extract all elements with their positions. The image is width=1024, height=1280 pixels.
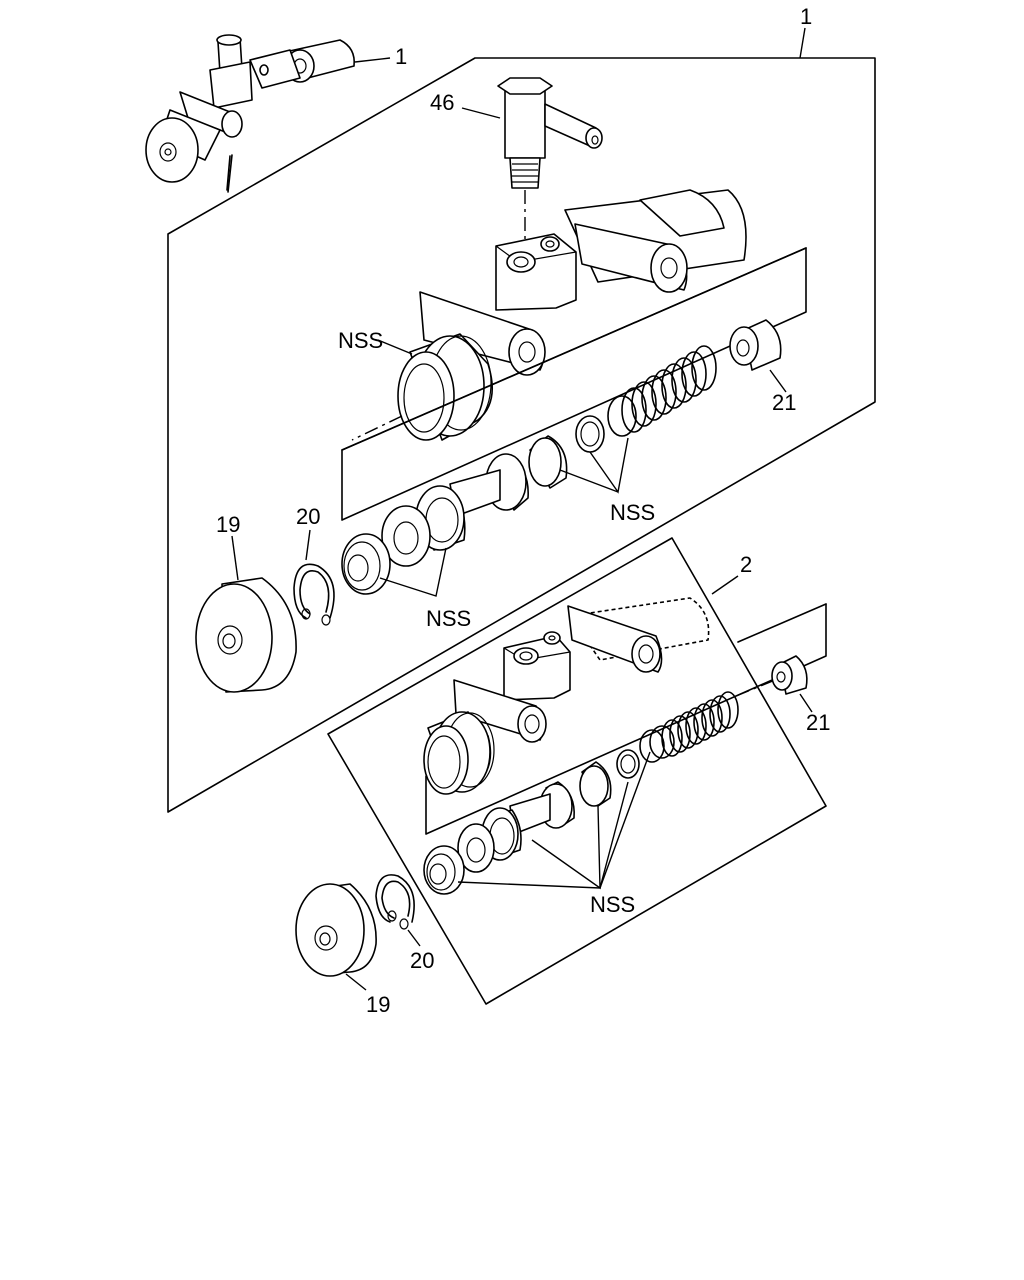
snap-ring-20-upper (293, 563, 335, 626)
cup-seal-upper (341, 533, 391, 595)
cylinder-body-upper (351, 189, 747, 441)
callout-snap-ring-upper: 20 (296, 504, 320, 529)
callout-seals-upper: NSS (610, 500, 655, 525)
cylinder-body-lower (423, 597, 710, 795)
callout-reservoir-lower: 21 (806, 710, 830, 735)
assembly-outline (167, 57, 876, 813)
piston-upper (381, 453, 529, 567)
kit-outline (327, 537, 827, 1005)
snap-ring-20-lower (375, 874, 415, 930)
callout-piston-cups-upper: NSS (426, 606, 471, 631)
piston-lower (457, 781, 575, 873)
callout-assembly-inset: 1 (800, 4, 812, 29)
reservoir-21-lower (771, 655, 808, 695)
seals-upper (528, 415, 605, 489)
reservoir-21-upper (729, 319, 782, 371)
seals-lower (579, 749, 640, 807)
callout-nss-lower: NSS (590, 892, 635, 917)
callout-boot-lower: 19 (366, 992, 390, 1017)
callout-nss-body: NSS (338, 328, 383, 353)
callout-snap-ring-lower: 20 (410, 948, 434, 973)
fitting-46 (497, 77, 603, 250)
callout-fitting: 46 (430, 90, 454, 115)
spring-lower (639, 691, 739, 763)
callout-reservoir-upper: 21 (772, 390, 796, 415)
boot-19-upper (195, 577, 297, 693)
cup-seal-lower (423, 845, 465, 895)
callout-assembly-top: 1 (395, 44, 407, 69)
boot-19-lower (295, 883, 377, 977)
callout-boot-upper: 19 (216, 512, 240, 537)
assembled-cylinder-thumbnail (145, 34, 356, 193)
spring-upper (607, 345, 717, 437)
callout-kit: 2 (740, 552, 752, 577)
